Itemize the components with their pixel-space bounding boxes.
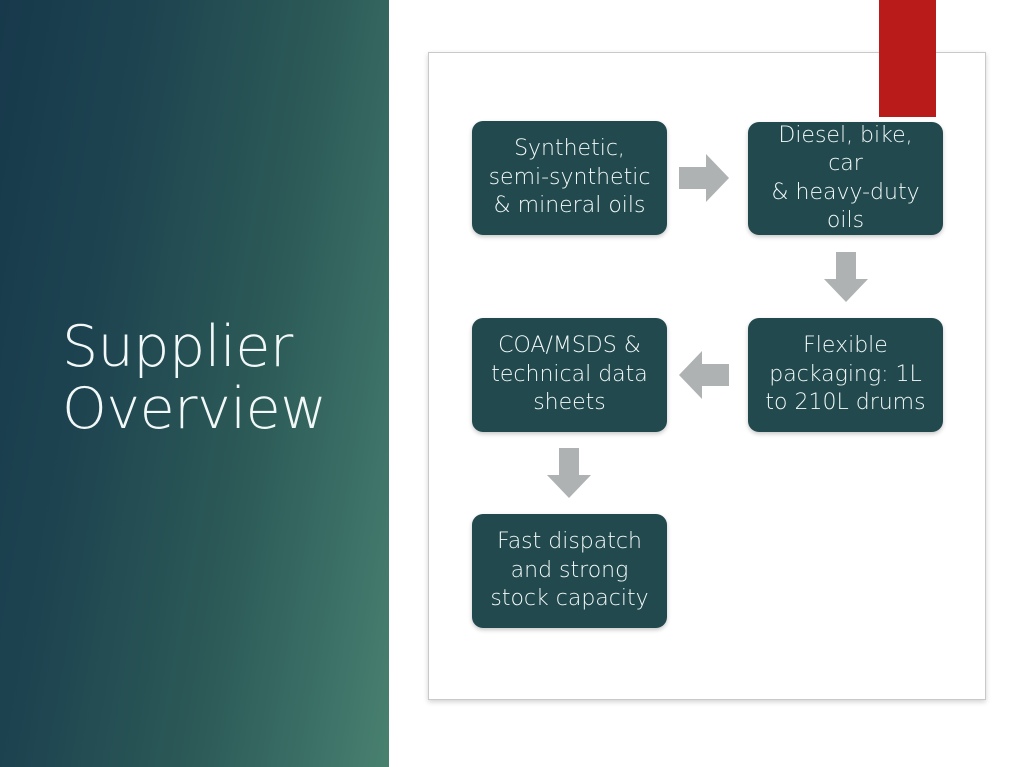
arrow-down-icon <box>822 252 870 302</box>
arrow-right-icon <box>679 152 729 204</box>
flow-box-oils-label: Synthetic, semi-synthetic & mineral oils <box>488 136 651 219</box>
flow-box-dispatch-label: Fast dispatch and strong stock capacity <box>490 529 649 612</box>
red-accent-bar <box>879 0 936 117</box>
arrow-down-icon <box>545 448 593 498</box>
flow-box-vehicles-label: Diesel, bike, car & heavy-duty oils <box>771 122 920 233</box>
flow-box-oils[interactable]: Synthetic, semi-synthetic & mineral oils <box>472 121 667 235</box>
flow-box-dispatch[interactable]: Fast dispatch and strong stock capacity <box>472 514 667 628</box>
title-panel: Supplier Overview <box>0 0 389 767</box>
page-title: Supplier Overview <box>62 314 327 443</box>
flow-box-packaging-label: Flexible packaging: 1L to 210L drums <box>765 333 926 416</box>
flow-box-vehicles[interactable]: Diesel, bike, car & heavy-duty oils <box>748 122 943 235</box>
arrow-left-icon <box>679 349 729 401</box>
flow-box-documents-label: COA/MSDS & technical data sheets <box>491 333 648 416</box>
flow-box-documents[interactable]: COA/MSDS & technical data sheets <box>472 318 667 432</box>
flow-box-packaging[interactable]: Flexible packaging: 1L to 210L drums <box>748 318 943 432</box>
